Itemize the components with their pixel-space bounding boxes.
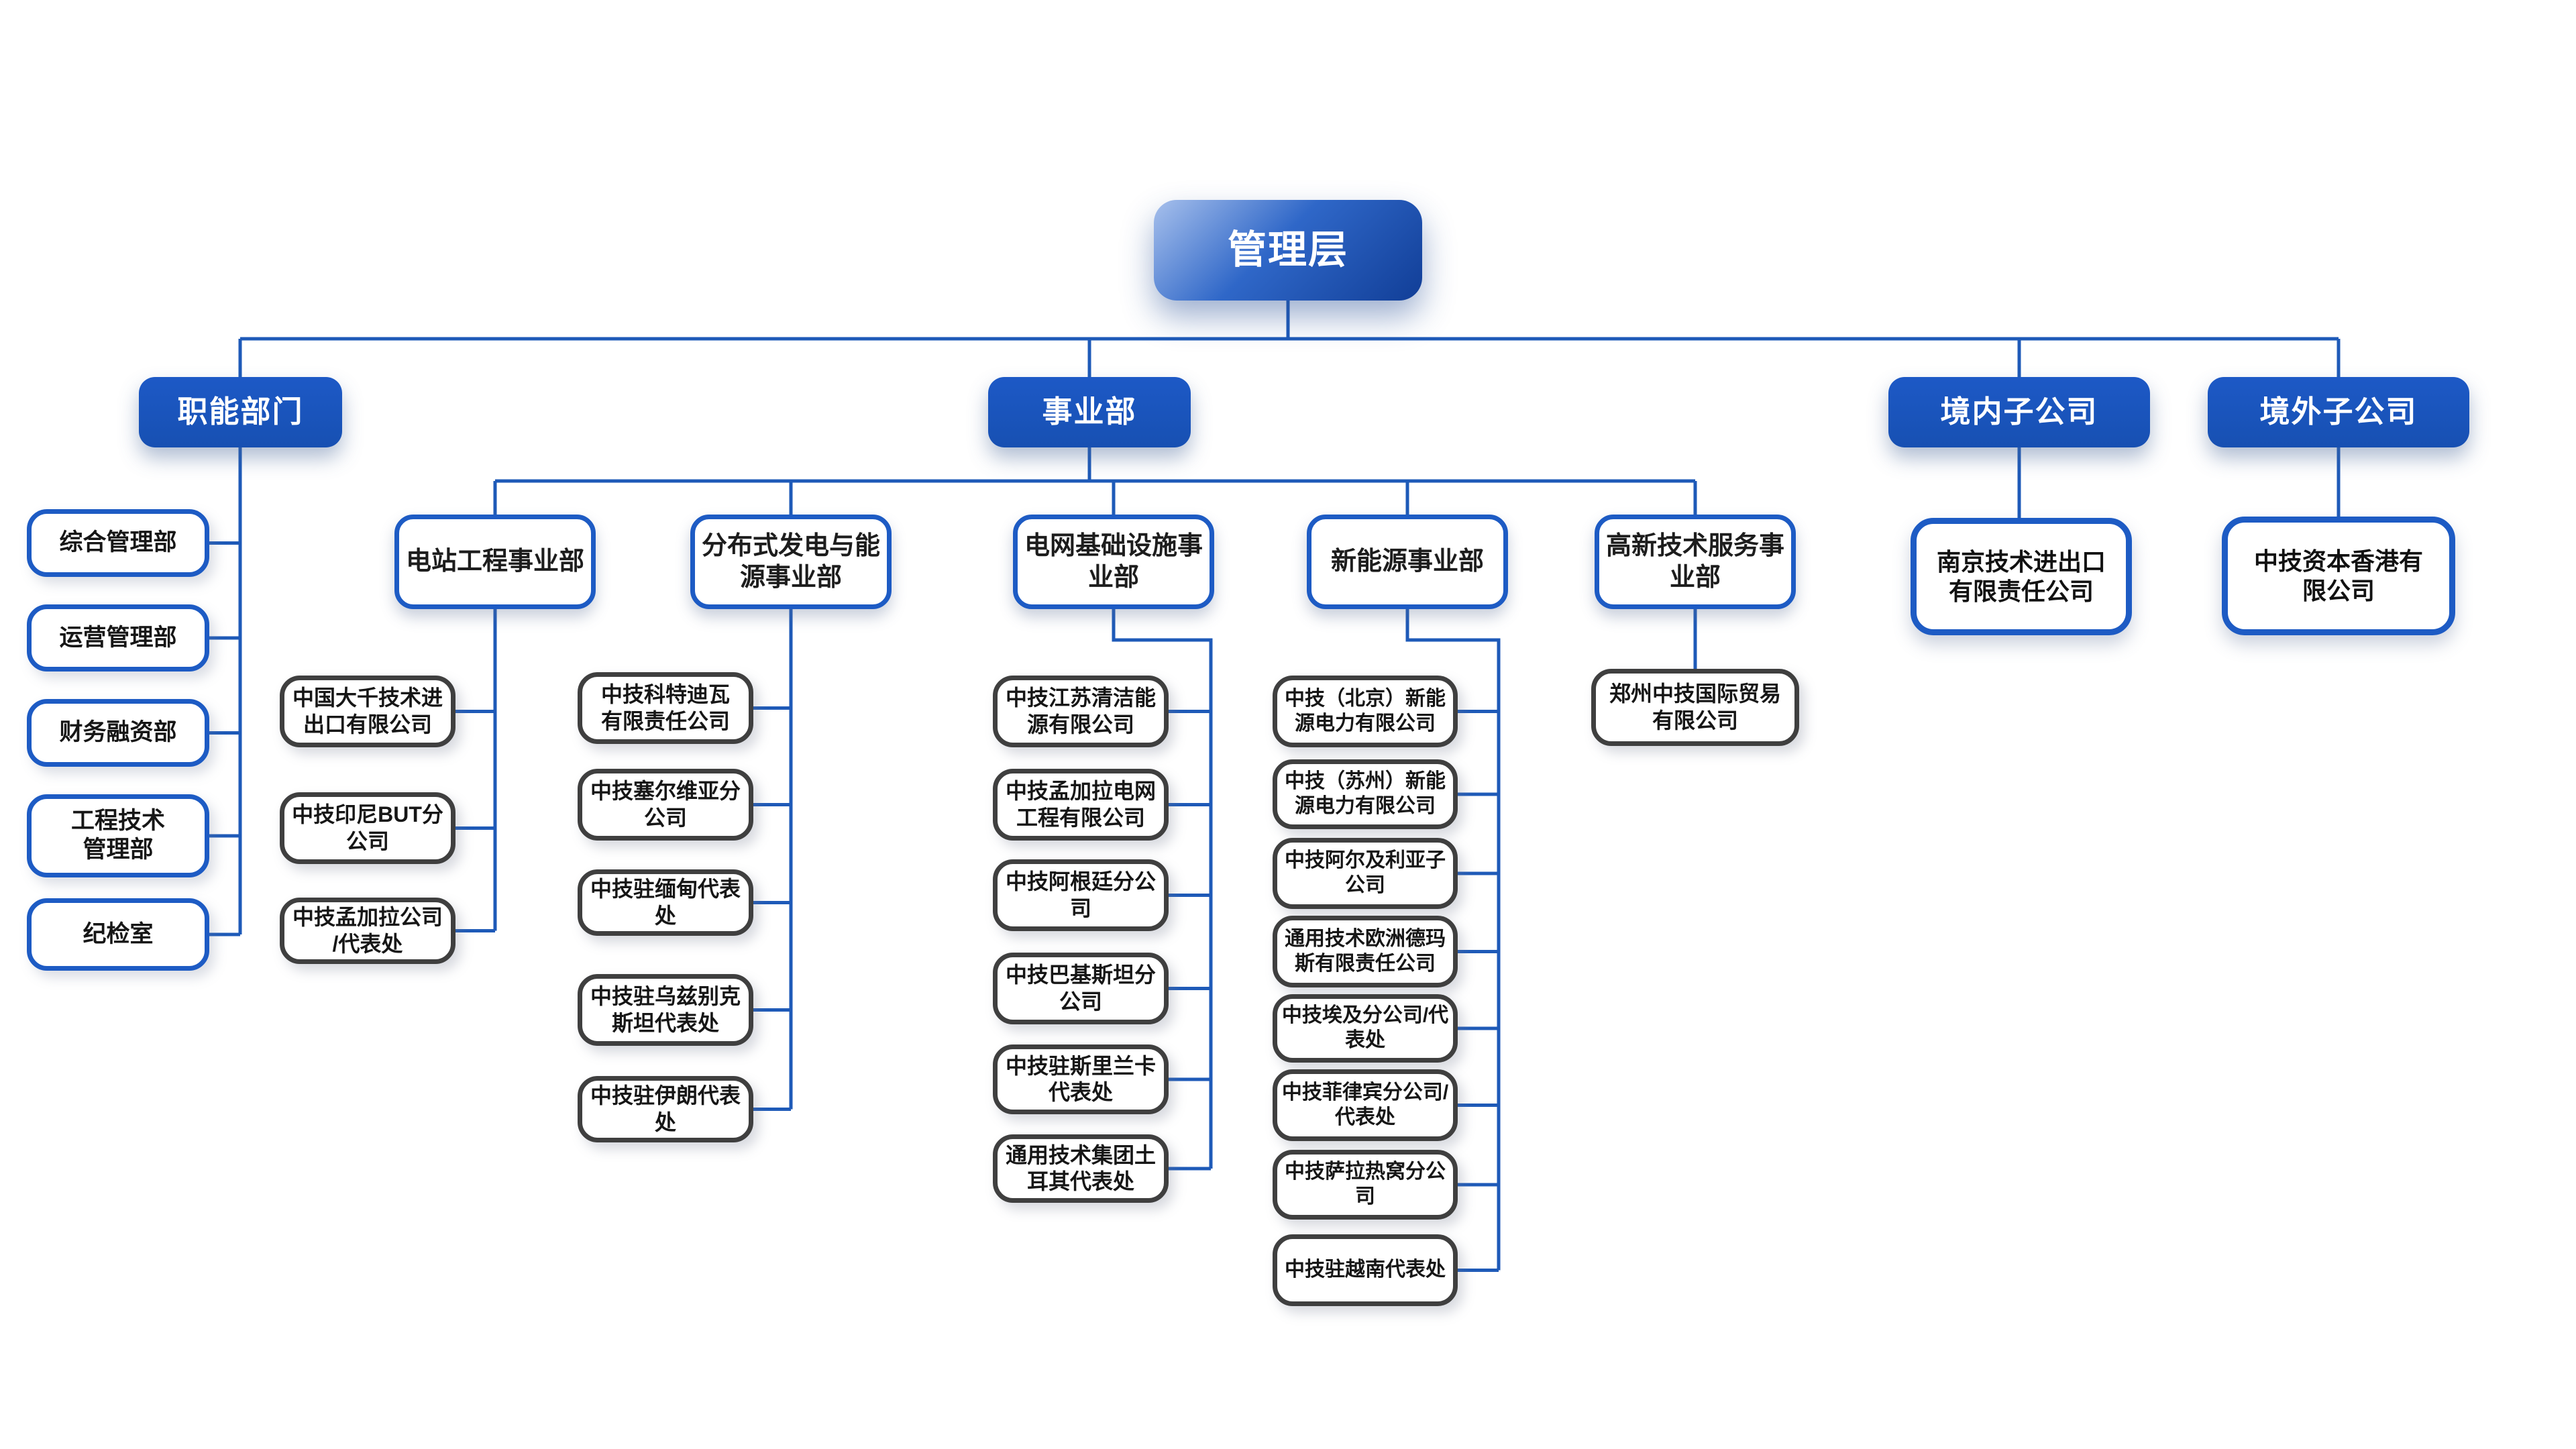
org-node-new-4: 通用技术欧洲德玛 斯有限责任公司	[1273, 916, 1458, 987]
org-node-grid-1: 中技江苏清洁能 源有限公司	[993, 676, 1169, 747]
org-node-func-2: 运营管理部	[27, 604, 209, 672]
org-node-domestic-1: 南京技术进出口 有限责任公司	[1911, 518, 2132, 635]
org-node-power-1: 中国大千技术进 出口有限公司	[280, 676, 455, 747]
org-node-div-new: 新能源事业部	[1307, 515, 1508, 609]
org-node-power-3: 中技孟加拉公司 /代表处	[280, 898, 455, 964]
org-node-grid-4: 中技巴基斯坦分 公司	[993, 953, 1169, 1024]
org-node-dist-5: 中技驻伊朗代表 处	[578, 1076, 753, 1142]
org-node-biz: 事业部	[988, 377, 1191, 447]
connector-path	[209, 301, 2341, 1272]
org-node-new-5: 中技埃及分公司/代 表处	[1273, 994, 1458, 1063]
org-node-dist-4: 中技驻乌兹别克 斯坦代表处	[578, 974, 753, 1046]
org-node-func-4: 工程技术 管理部	[27, 794, 209, 877]
org-node-grid-2: 中技孟加拉电网 工程有限公司	[993, 769, 1169, 841]
org-node-new-3: 中技阿尔及利亚子 公司	[1273, 838, 1458, 909]
org-node-div-power: 电站工程事业部	[394, 515, 596, 609]
org-node-overseas: 境外子公司	[2208, 377, 2469, 447]
org-node-new-8: 中技驻越南代表处	[1273, 1234, 1458, 1306]
org-node-div-dist: 分布式发电与能 源事业部	[690, 515, 892, 609]
org-node-domestic: 境内子公司	[1888, 377, 2150, 447]
org-node-func-3: 财务融资部	[27, 699, 209, 767]
org-node-func-5: 纪检室	[27, 898, 209, 971]
org-node-new-1: 中技（北京）新能 源电力有限公司	[1273, 676, 1458, 747]
org-node-grid-3: 中技阿根廷分公 司	[993, 859, 1169, 931]
org-node-func-1: 综合管理部	[27, 509, 209, 577]
org-node-dist-2: 中技塞尔维亚分 公司	[578, 769, 753, 841]
org-node-hi-1: 郑州中技国际贸易 有限公司	[1591, 669, 1799, 746]
org-node-div-grid: 电网基础设施事 业部	[1013, 515, 1214, 609]
org-node-grid-5: 中技驻斯里兰卡 代表处	[993, 1044, 1169, 1114]
org-node-dist-3: 中技驻缅甸代表 处	[578, 869, 753, 936]
org-node-dist-1: 中技科特迪瓦 有限责任公司	[578, 672, 753, 744]
org-node-power-2: 中技印尼BUT分 公司	[280, 792, 455, 864]
org-node-func: 职能部门	[139, 377, 342, 447]
org-node-div-hi: 高新技术服务事 业部	[1595, 515, 1796, 609]
org-node-mgmt: 管理层	[1154, 200, 1422, 301]
org-node-grid-6: 通用技术集团土 耳其代表处	[993, 1134, 1169, 1203]
org-node-new-6: 中技菲律宾分公司/ 代表处	[1273, 1069, 1458, 1141]
org-node-new-7: 中技萨拉热窝分公 司	[1273, 1150, 1458, 1220]
org-node-new-2: 中技（苏州）新能 源电力有限公司	[1273, 759, 1458, 829]
org-node-overseas-1: 中技资本香港有 限公司	[2222, 517, 2455, 635]
